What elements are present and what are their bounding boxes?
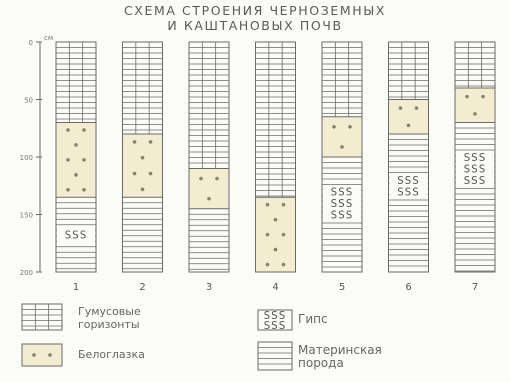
beloglazka-layer xyxy=(322,116,362,157)
soil-column-number: 7 xyxy=(472,282,478,293)
soil-column-outline xyxy=(454,41,496,273)
soil-column-number: 1 xyxy=(73,282,79,293)
legend-beloglazka-dot xyxy=(32,353,36,357)
beloglazka-dot xyxy=(273,247,278,252)
gypsum-layer xyxy=(389,174,428,198)
beloglazka-layer xyxy=(189,168,229,209)
beloglazka-dot xyxy=(148,140,153,144)
gypsum-symbol: SSS xyxy=(65,229,88,242)
gypsum-symbol: SSS xyxy=(464,151,487,164)
beloglazka-dot xyxy=(82,158,86,162)
depth-axis-tick-label: 150 xyxy=(20,212,33,220)
depth-axis-tick-label: 0 xyxy=(29,39,33,47)
beloglazka-dot xyxy=(414,106,419,110)
beloglazka-layer xyxy=(56,122,96,198)
beloglazka-dot xyxy=(132,171,137,176)
beloglazka-dot xyxy=(199,176,203,181)
gypsum-symbol: SSS xyxy=(397,174,420,187)
gypsum-layer xyxy=(57,226,95,244)
soil-column-outline xyxy=(255,41,296,273)
beloglazka-dot xyxy=(273,217,278,222)
depth-axis-tick-label: 50 xyxy=(24,97,33,105)
legend-parent-rock-label-1: Материнская xyxy=(298,343,382,357)
soil-column-number: 6 xyxy=(405,282,411,293)
beloglazka-dot xyxy=(82,187,86,192)
beloglazka-dot xyxy=(281,202,286,207)
beloglazka-dot xyxy=(340,145,344,149)
beloglazka-layer xyxy=(388,99,429,134)
beloglazka-layer xyxy=(255,197,296,272)
legend-beloglazka-swatch xyxy=(21,343,63,367)
legend-parent-rock-label-2: порода xyxy=(298,356,344,370)
beloglazka-dot xyxy=(265,262,270,267)
gypsum-layer xyxy=(323,185,361,221)
gypsum-symbol: SSS xyxy=(464,174,487,187)
beloglazka-dot xyxy=(332,125,336,129)
beloglazka-dot xyxy=(473,112,477,116)
beloglazka-dot xyxy=(398,106,403,110)
beloglazka-dot xyxy=(265,232,270,237)
beloglazka-dot xyxy=(140,187,145,192)
beloglazka-layer xyxy=(122,134,163,198)
beloglazka-dot xyxy=(465,94,469,99)
beloglazka-dot xyxy=(66,187,70,192)
depth-axis-tick-label: 200 xyxy=(20,269,33,277)
gypsum-symbol: SSS xyxy=(331,209,354,222)
beloglazka-dot xyxy=(132,140,137,144)
soil-column-outline xyxy=(55,41,97,273)
depth-axis-tick-label: 100 xyxy=(20,154,33,162)
soil-column-number: 5 xyxy=(339,282,345,293)
beloglazka-layer xyxy=(455,88,495,123)
gypsum-layer xyxy=(456,151,494,186)
beloglazka-dot xyxy=(74,173,78,177)
soil-column-outline xyxy=(122,41,163,273)
beloglazka-dot xyxy=(481,94,485,99)
beloglazka-dot xyxy=(281,262,286,267)
gypsum-symbol: SSS xyxy=(397,186,420,199)
legend-gypsum-symbol: SSS xyxy=(264,309,287,322)
legend-beloglazka-fill xyxy=(22,344,62,366)
legend-humus-label-2: горизонты xyxy=(78,318,140,331)
soil-column-outline xyxy=(388,41,429,273)
legend-beloglazka-label: Белоглазка xyxy=(78,348,145,361)
beloglazka-dot xyxy=(148,171,153,176)
diagram-title-line-2: И КАШТАНОВЫХ ПОЧВ xyxy=(167,18,343,33)
beloglazka-dot xyxy=(140,155,145,160)
beloglazka-dot xyxy=(406,123,411,128)
soil-column-number: 4 xyxy=(272,282,278,293)
beloglazka-dot xyxy=(281,232,286,237)
beloglazka-dot xyxy=(265,202,270,207)
depth-axis-unit: см xyxy=(44,34,53,42)
beloglazka-dot xyxy=(74,143,78,147)
soil-column-number: 3 xyxy=(206,282,212,293)
gypsum-symbol: SSS xyxy=(331,186,354,199)
legend-humus-label-1: Гумусовые xyxy=(78,305,141,318)
legend-gypsum-swatch xyxy=(257,309,293,331)
legend-gypsum-label: Гипс xyxy=(298,312,328,326)
legend-beloglazka-dot xyxy=(48,353,52,357)
legend-humus-swatch xyxy=(21,303,63,331)
legend-gypsum-symbol: SSS xyxy=(264,319,287,332)
legend-parent-rock-swatch xyxy=(257,341,293,371)
beloglazka-dot xyxy=(207,196,211,201)
soil-column-outline xyxy=(321,41,363,273)
beloglazka-dot xyxy=(82,128,86,132)
gypsum-symbol: SSS xyxy=(464,163,487,176)
diagram-title-line-1: СХЕМА СТРОЕНИЯ ЧЕРНОЗЕМНЫХ xyxy=(123,3,387,18)
soil-column-number: 2 xyxy=(139,282,145,293)
beloglazka-dot xyxy=(66,128,70,132)
soil-column-outline xyxy=(188,41,230,273)
beloglazka-dot xyxy=(66,158,70,162)
beloglazka-dot xyxy=(215,176,219,181)
beloglazka-dot xyxy=(348,125,352,129)
gypsum-symbol: SSS xyxy=(331,197,354,210)
